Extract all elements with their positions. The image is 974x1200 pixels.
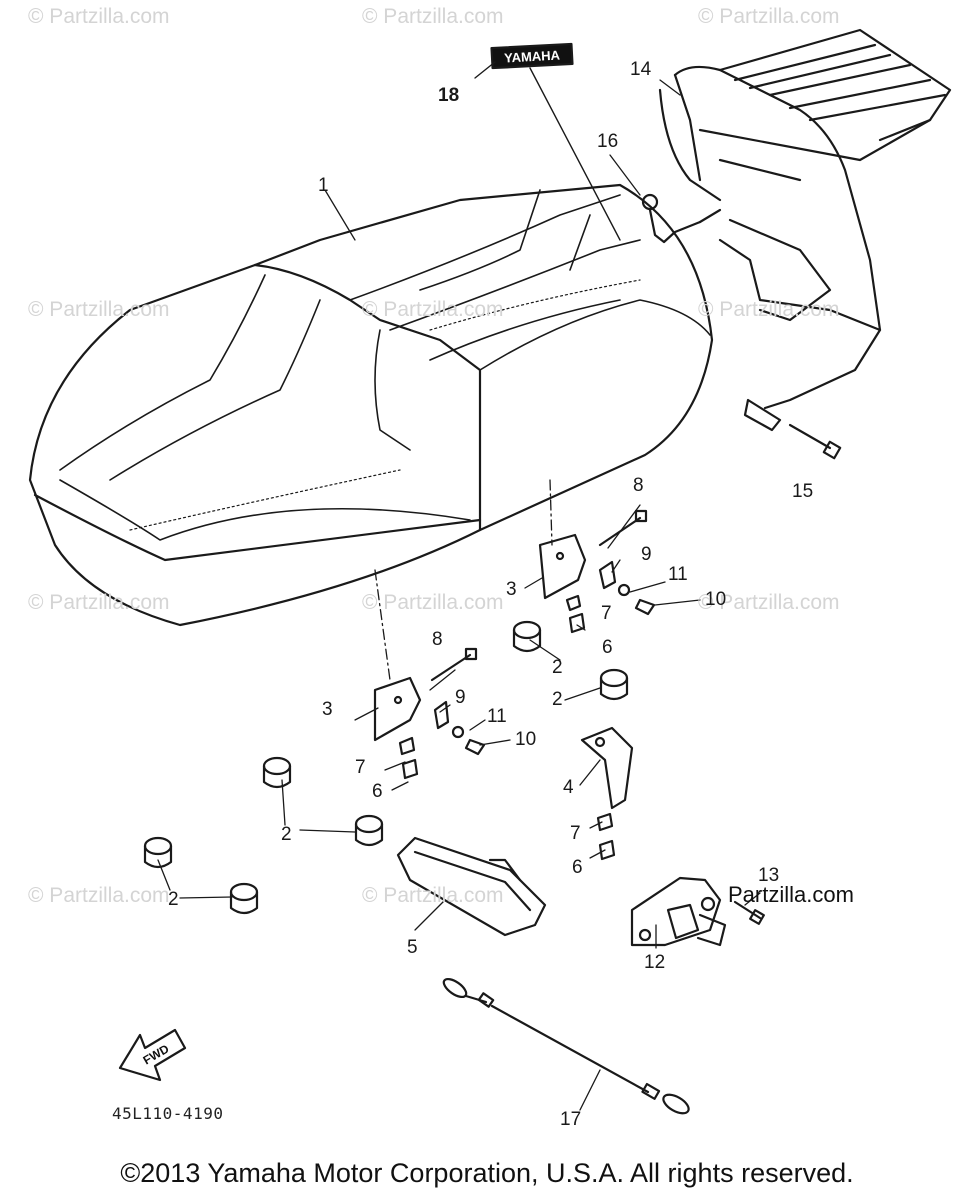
callout-18: 18 xyxy=(438,85,460,106)
washer-7-upper xyxy=(565,594,582,612)
watermark: © Partzilla.com xyxy=(28,591,170,614)
clip-9-lower xyxy=(433,700,450,730)
watermark: © Partzilla.com xyxy=(362,591,504,614)
callout-14: 14 xyxy=(630,59,652,80)
yamaha-emblem: YAMAHA xyxy=(474,42,621,241)
damper-2-c xyxy=(262,756,292,789)
callout-3: 3 xyxy=(506,579,517,600)
bolt-10-lower xyxy=(464,738,486,756)
diagram-code: 45L110-4190 xyxy=(112,1104,224,1123)
grab-rail-carrier xyxy=(658,28,952,432)
callout-10: 10 xyxy=(515,729,537,750)
bolt-8-upper xyxy=(598,516,642,547)
callout-7: 7 xyxy=(601,603,612,624)
callout-11: 11 xyxy=(487,706,507,727)
seat-lock-12 xyxy=(630,876,727,947)
emblem-text: YAMAHA xyxy=(504,48,561,66)
callout-5: 5 xyxy=(407,937,418,958)
callout-7: 7 xyxy=(355,757,366,778)
damper-2-d xyxy=(354,814,384,847)
bolt-8-lower xyxy=(430,653,472,682)
damper-2-b xyxy=(599,668,629,701)
callout-2: 2 xyxy=(552,689,563,710)
callout-6: 6 xyxy=(602,637,613,658)
watermark: © Partzilla.com xyxy=(362,298,504,321)
damper-2-f xyxy=(229,882,259,915)
bolt-10-upper xyxy=(634,598,656,616)
washer-7-lower xyxy=(398,736,416,756)
callout-11: 11 xyxy=(668,564,688,585)
washer-7-bracket xyxy=(596,812,614,832)
callout-8: 8 xyxy=(432,629,443,650)
callout-1: 1 xyxy=(318,175,329,196)
callout-10: 10 xyxy=(705,589,727,610)
callout-15: 15 xyxy=(792,481,814,502)
seat-assembly xyxy=(28,183,714,627)
watermark: © Partzilla.com xyxy=(28,884,170,907)
nut-6-lower xyxy=(401,758,419,780)
seat-bracket-3-upper xyxy=(538,533,587,600)
brand-mark: Partzilla.com xyxy=(728,882,854,907)
washer-11-lower xyxy=(451,725,465,739)
watermark: © Partzilla.com xyxy=(362,5,504,28)
callout-2: 2 xyxy=(281,824,292,845)
callout-8: 8 xyxy=(633,475,644,496)
callout-16: 16 xyxy=(597,131,619,152)
copyright-notice: ©2013 Yamaha Motor Corporation, U.S.A. A… xyxy=(120,1158,854,1188)
callout-17: 17 xyxy=(560,1109,582,1130)
callout-4: 4 xyxy=(563,777,574,798)
callout-7: 7 xyxy=(570,823,581,844)
watermark: © Partzilla.com xyxy=(698,298,840,321)
callout-13: 13 xyxy=(758,865,780,886)
watermark: © Partzilla.com xyxy=(698,591,840,614)
watermark: © Partzilla.com xyxy=(28,298,170,321)
callout-9: 9 xyxy=(641,544,652,565)
callout-9: 9 xyxy=(455,687,466,708)
seat-bracket-4 xyxy=(580,726,634,810)
screw-13 xyxy=(733,900,762,920)
nut-6-upper xyxy=(568,612,586,634)
callout-2: 2 xyxy=(168,889,179,910)
callout-3: 3 xyxy=(322,699,333,720)
storage-tray-5 xyxy=(396,836,547,937)
damper-2-e xyxy=(143,836,173,869)
bolt-15 xyxy=(788,423,832,450)
clip-9-upper xyxy=(598,560,617,590)
seat-bracket-3-lower xyxy=(373,676,422,742)
washer-11-upper xyxy=(617,583,631,597)
watermark: © Partzilla.com xyxy=(28,5,170,28)
callout-2: 2 xyxy=(552,657,563,678)
watermark: © Partzilla.com xyxy=(698,5,840,28)
seat-cable-17 xyxy=(442,977,690,1115)
damper-2-a xyxy=(512,620,542,653)
callout-6: 6 xyxy=(572,857,583,878)
forward-arrow-icon: FWD xyxy=(118,1028,187,1082)
nut-6-bracket xyxy=(598,839,616,861)
bolt-16 xyxy=(641,193,722,244)
callout-6: 6 xyxy=(372,781,383,802)
watermark: © Partzilla.com xyxy=(362,884,504,907)
callout-12: 12 xyxy=(644,952,666,973)
